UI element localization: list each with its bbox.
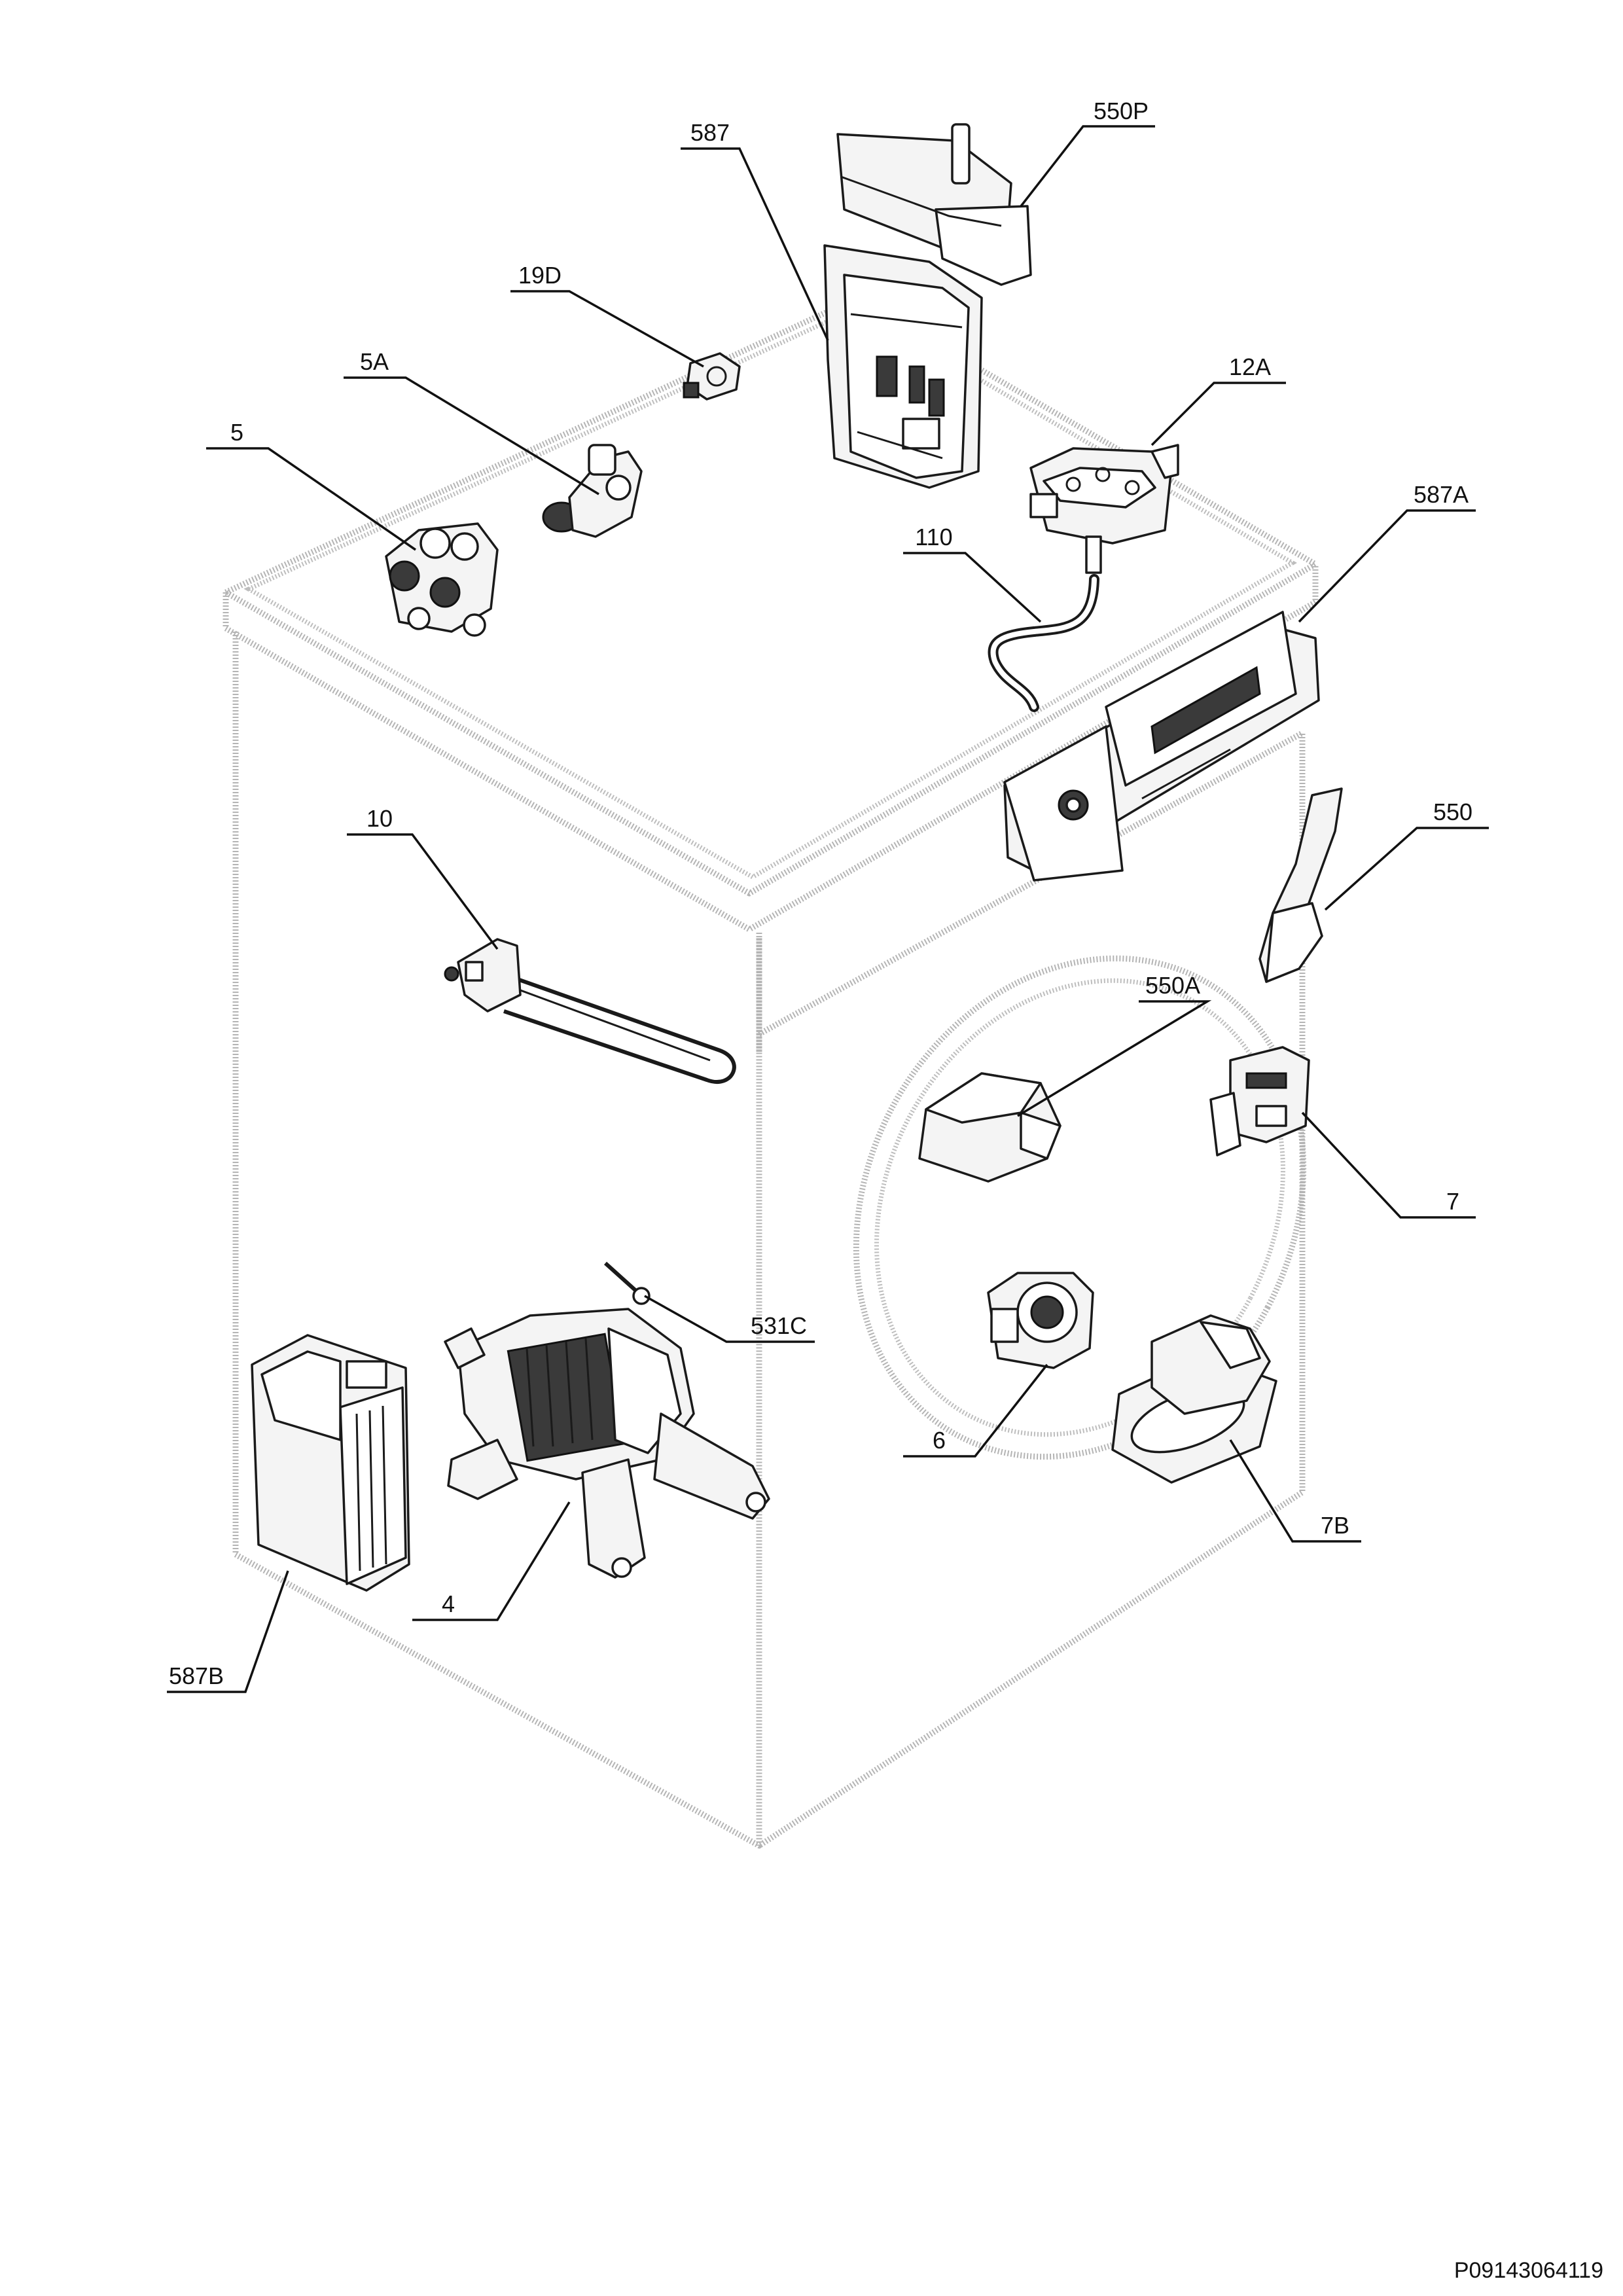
part-587B-power-module <box>251 1334 410 1592</box>
leader-10 <box>347 833 499 950</box>
part-110-pressure-hose <box>988 574 1099 712</box>
callout-4: 4 <box>442 1590 455 1617</box>
leader-7 <box>1301 1111 1476 1219</box>
part-5-double-inlet-valve <box>385 522 499 637</box>
leader-5 <box>206 447 416 551</box>
leader-550 <box>1324 827 1489 911</box>
diagram-reference-number: P09143064119 <box>1454 2258 1603 2283</box>
leader-6 <box>903 1363 1048 1458</box>
callout-550: 550 <box>1433 798 1472 825</box>
leader-19D <box>510 290 704 368</box>
callout-587B: 587B <box>169 1662 224 1689</box>
leader-4 <box>412 1501 571 1621</box>
part-10-heating-element <box>444 938 736 1084</box>
callout-587A: 587A <box>1414 481 1469 508</box>
callout-12A: 12A <box>1229 353 1271 380</box>
leader-12A <box>1150 382 1286 446</box>
callout-5: 5 <box>230 419 243 446</box>
callout-labels: 550P 587 19D 5A 12A 5 587A 110 10 550 55… <box>169 98 1472 1689</box>
part-7-door-interlock <box>1209 1046 1310 1157</box>
callout-5A: 5A <box>360 348 389 375</box>
part-7B-pump-housing <box>1111 1314 1277 1484</box>
part-5A-inlet-valve <box>542 444 643 538</box>
part-587-electronic-module <box>823 244 983 489</box>
leader-587B <box>167 1570 289 1693</box>
part-550P-board-cover <box>836 123 1032 286</box>
leader-5A <box>344 376 599 495</box>
leader-587A <box>1298 509 1476 623</box>
leader-110 <box>903 552 1042 623</box>
callout-531C: 531C <box>751 1312 807 1339</box>
callout-550P: 550P <box>1094 98 1149 124</box>
callout-6: 6 <box>933 1427 946 1454</box>
part-531C-screw <box>603 1261 651 1305</box>
callout-550A: 550A <box>1145 972 1200 999</box>
leader-531C <box>644 1295 815 1343</box>
callout-7: 7 <box>1446 1188 1459 1215</box>
callout-110: 110 <box>915 524 952 550</box>
leader-587 <box>681 147 829 341</box>
leader-7B <box>1229 1439 1361 1543</box>
part-4-motor <box>444 1308 770 1579</box>
leader-550P <box>1020 125 1155 207</box>
callout-10: 10 <box>366 805 393 832</box>
cabinet-outline <box>223 295 1319 1849</box>
callout-587: 587 <box>690 119 730 146</box>
leader-lines <box>167 125 1489 1693</box>
part-587A-display-board <box>1003 611 1320 882</box>
part-12A-pressure-switch <box>1029 444 1179 574</box>
part-550-lever <box>1258 787 1343 983</box>
part-550A-cover <box>918 1072 1061 1183</box>
callout-7B: 7B <box>1321 1512 1349 1539</box>
callout-19D: 19D <box>518 262 562 289</box>
part-6-drain-pump <box>987 1272 1094 1369</box>
leader-550A <box>1017 1000 1212 1117</box>
